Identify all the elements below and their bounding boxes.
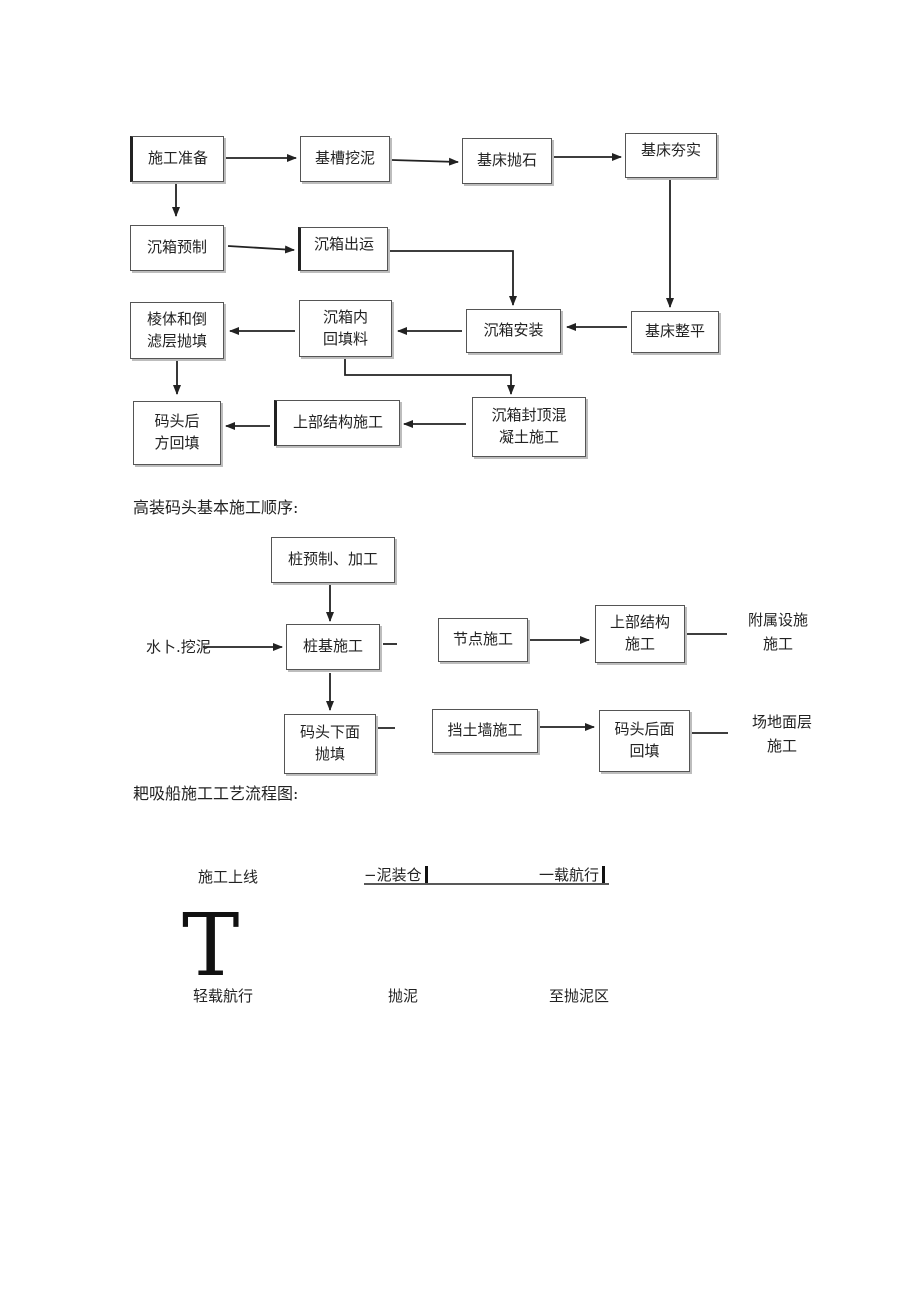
node-joint: 节点施工	[438, 618, 528, 662]
step-online: 施工上线	[198, 868, 259, 886]
node-prep: 施工准备	[130, 136, 224, 182]
step-dump: 抛泥	[388, 987, 419, 1005]
node-bed-stone: 基床抛石	[462, 138, 552, 184]
arrow-precast-transport	[227, 245, 295, 254]
node-under-fill: 码头下面 抛填	[284, 714, 376, 774]
node-retaining-wall: 挡土墙施工	[432, 709, 538, 753]
step-light-sail: 轻载航行	[193, 987, 254, 1005]
arrow-trench-bedstone	[391, 157, 459, 166]
node-caisson-transport: 沉箱出运	[298, 227, 388, 271]
dredger-section-heading: 耙吸船施工工艺流程图:	[133, 784, 299, 803]
node-caisson-backfill: 沉箱内 回填料	[299, 300, 392, 357]
arrow-transport-install	[390, 250, 517, 306]
pile-section-heading: 高装码头基本施工顺序:	[133, 498, 299, 517]
arrow-backfill-cap	[344, 357, 515, 395]
node-bed-tamp: 基床夯实	[625, 133, 717, 178]
node-yard-surface: 场地面层 施工	[752, 713, 813, 755]
step-load-mud: −泥装仓	[364, 864, 428, 885]
step-loaded-sail: 一载航行	[539, 864, 606, 885]
node-caisson-install: 沉箱安装	[466, 309, 561, 353]
node-pile-foundation: 桩基施工	[286, 624, 380, 670]
load-mud-bar	[424, 866, 428, 883]
step-to-dump-area: 至抛泥区	[549, 987, 610, 1005]
big-t-symbol: T	[182, 896, 240, 996]
node-upper-structure: 上部结构 施工	[595, 605, 685, 663]
step-load-mud-text: −泥装仓	[364, 866, 422, 884]
node-wharf-backfill: 码头后 方回填	[133, 401, 221, 465]
node-prism-fill: 棱体和倒 滤层抛填	[130, 302, 224, 359]
node-pile-precast: 桩预制、加工	[271, 537, 395, 583]
node-trench: 基槽挖泥	[300, 136, 390, 182]
loaded-sail-bar	[602, 866, 606, 883]
node-super-structure: 上部结构施工	[274, 400, 400, 446]
node-caisson-precast: 沉箱预制	[130, 225, 224, 271]
node-caisson-cap: 沉箱封顶混 凝土施工	[472, 397, 586, 457]
node-bed-level: 基床整平	[631, 311, 719, 353]
node-underwater-dredge: 水卜.挖泥	[146, 638, 211, 656]
node-rear-fill: 码头后面 回填	[599, 710, 690, 772]
node-ancillary: 附属设施 施工	[748, 611, 809, 653]
step-loaded-sail-text: 一载航行	[539, 866, 600, 884]
